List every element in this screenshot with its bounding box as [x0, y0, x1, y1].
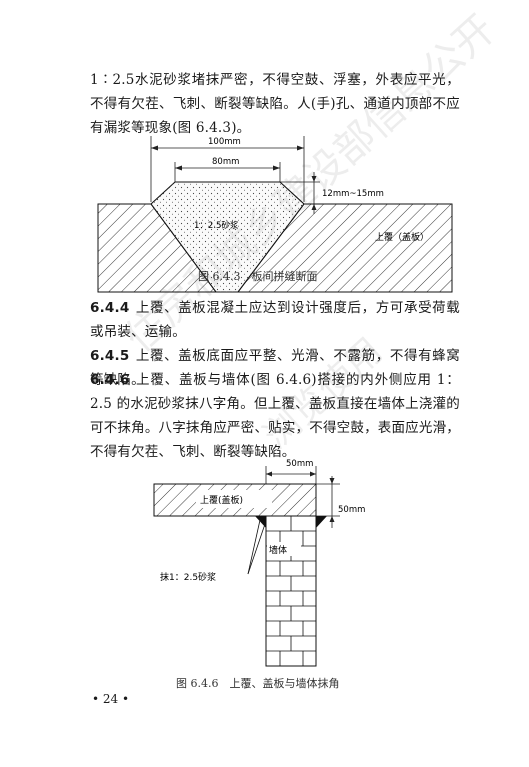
dim-height-label: 12mm~15mm: [322, 189, 384, 199]
section-text: 上覆、盖板与墙体(图 6.4.6)搭接的内外侧应用 1：2.5 的水泥砂浆抹八字…: [90, 372, 460, 460]
figure2-caption: 图 6.4.6 上覆、盖板与墙体抹角: [176, 677, 340, 690]
section-text: 上覆、盖板底面应平整、光滑、不露筋，不得有蜂窝等缺陷。: [90, 348, 460, 388]
dim-100-label: 100mm: [208, 137, 241, 147]
section-number: 6.4.6: [90, 372, 130, 388]
figure1-caption: 图 6.4.3 板间拼缝断面: [198, 270, 318, 283]
slab-label: 上覆（盖板）: [375, 231, 429, 243]
dim-side-label: 50mm: [338, 505, 365, 515]
intro-paragraph: 1∶2.5水泥砂浆堵抹严密，不得空鼓、浮塞，外表应平光，不得有欠茬、飞刺、断裂等…: [90, 72, 460, 136]
section-number: 6.4.5: [90, 348, 130, 364]
figure-joint-section: 100mm 80mm 12mm~15mm 1：2.5砂浆 上覆（盖板）: [97, 136, 453, 293]
wall-label: 墙体: [269, 544, 287, 556]
figure-slab-wall-corner: 50mm 上覆(盖板) 50mm 墙体: [153, 459, 365, 667]
section-text: 上覆、盖板混凝土应达到设计强度后，方可承受荷载或吊装、运输。: [90, 300, 460, 340]
page-number: • 24 •: [92, 692, 130, 706]
dim-80-label: 80mm: [212, 157, 239, 167]
dim-top-label: 50mm: [286, 459, 313, 469]
mortar-label: 1：2.5砂浆: [194, 220, 239, 231]
section-number: 6.4.4: [90, 300, 130, 316]
fig2-mortar-label: 抹1：2.5砂浆: [160, 571, 216, 583]
fig2-slab-label: 上覆(盖板): [200, 494, 243, 506]
